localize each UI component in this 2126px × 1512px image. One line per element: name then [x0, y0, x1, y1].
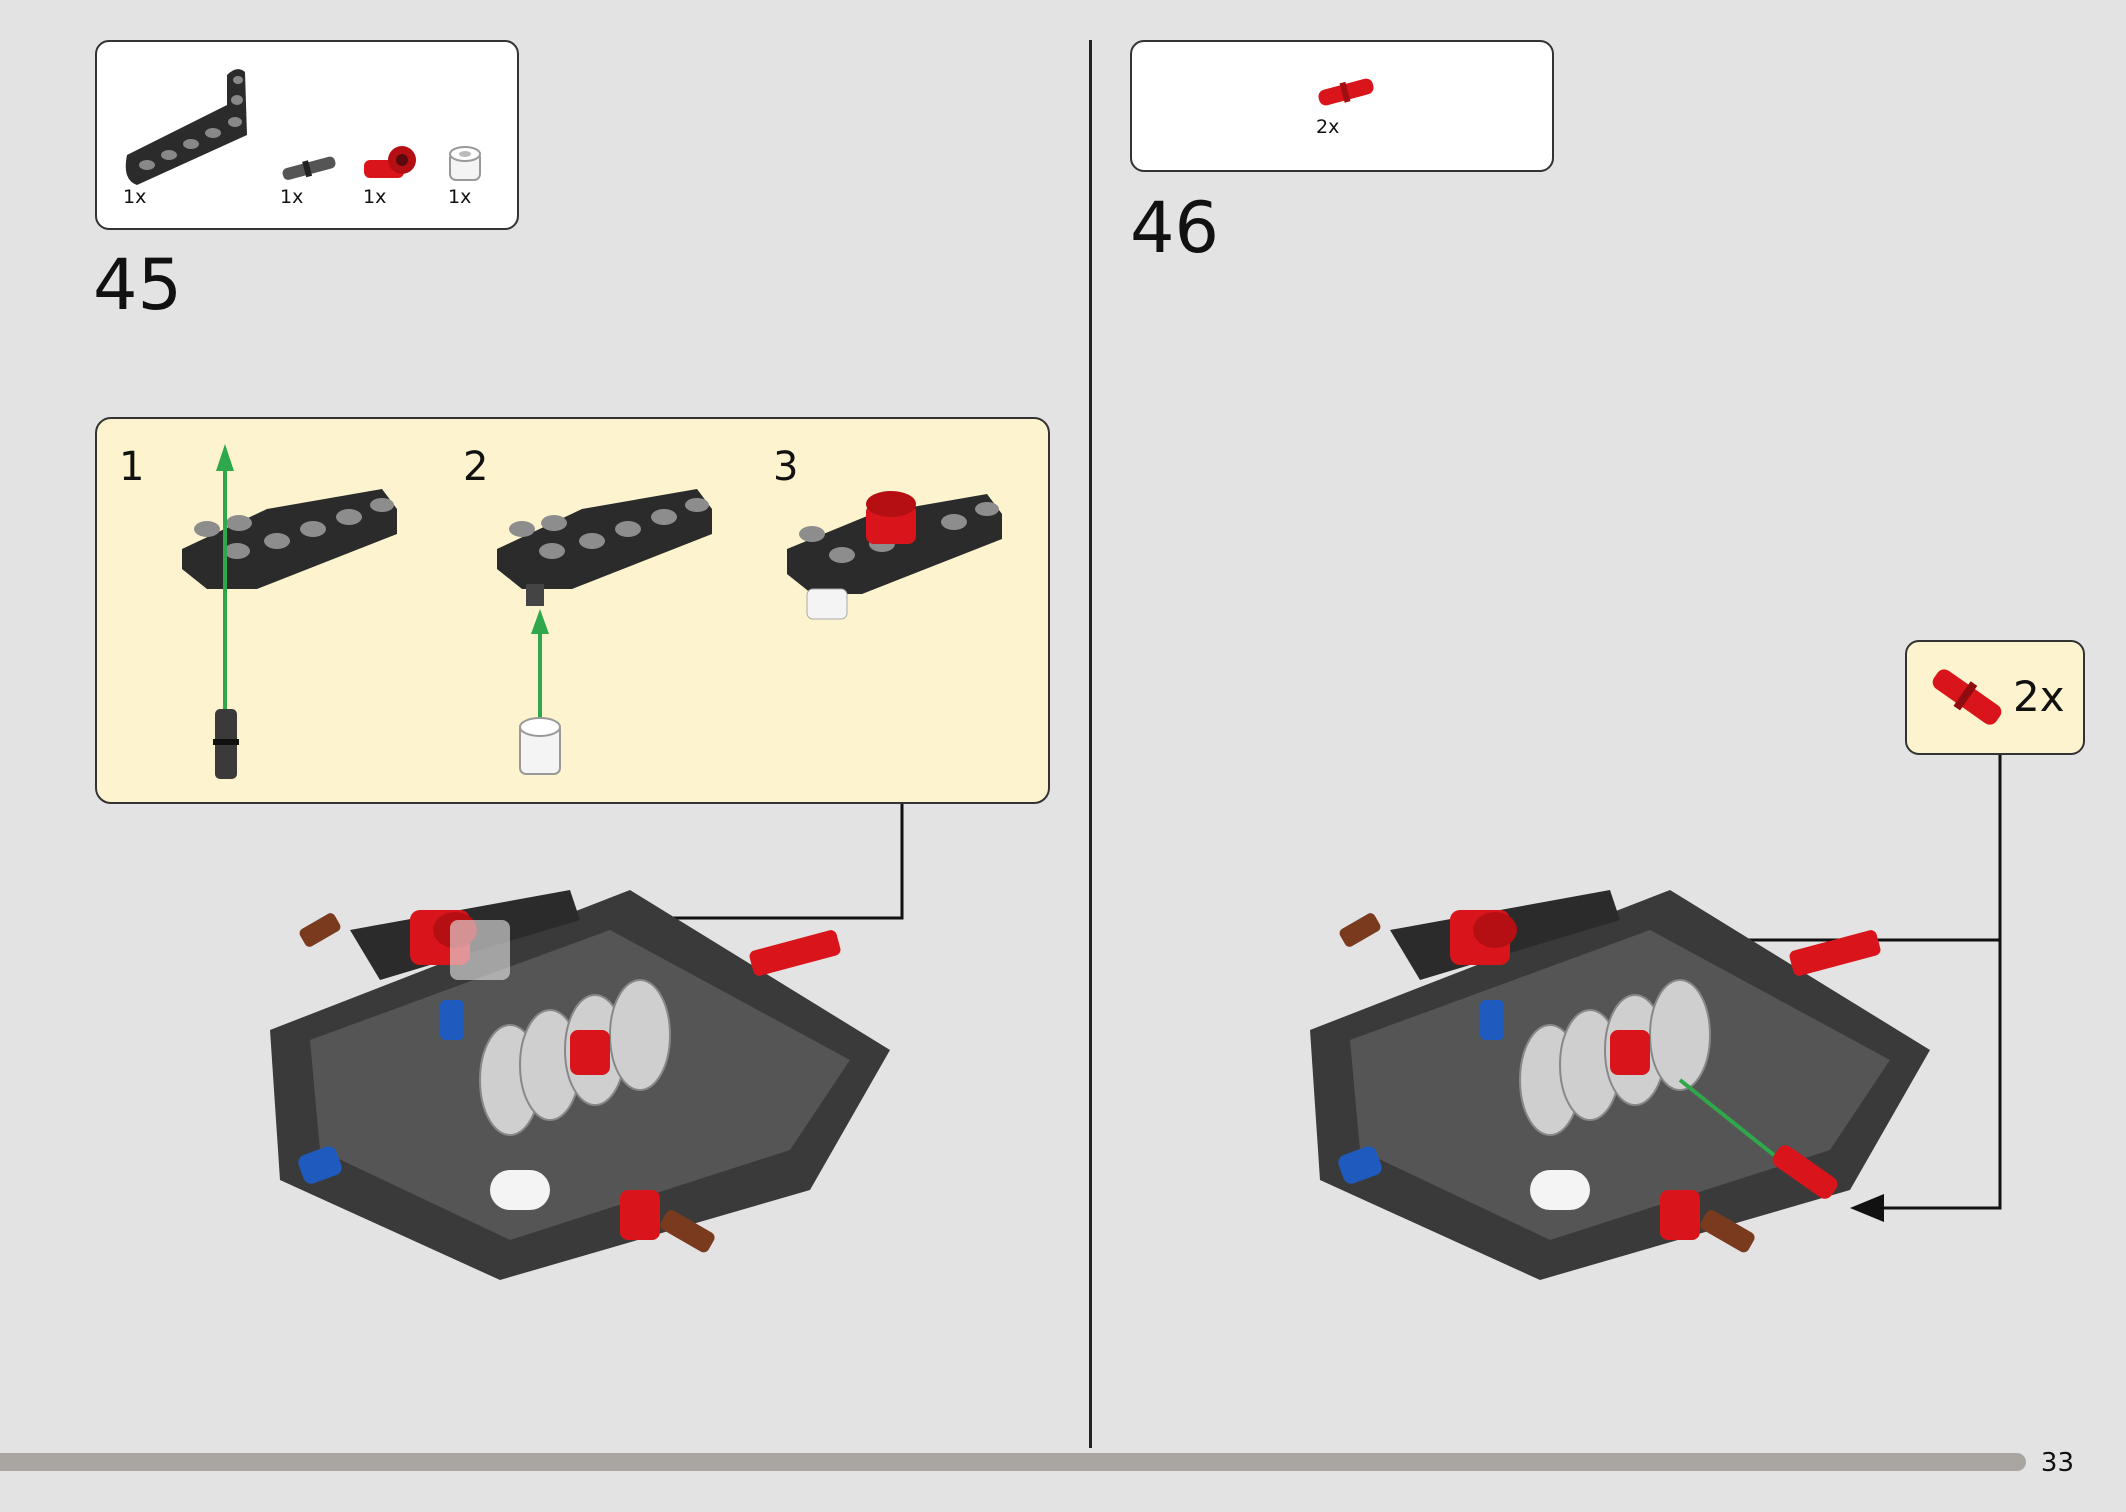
part-qty: 1x — [280, 186, 304, 208]
substep-panel: 1 2 3 — [95, 417, 1050, 804]
callout-2x: 2x — [1905, 640, 2085, 755]
part-qty: 1x — [123, 186, 147, 208]
step-number-46: 46 — [1130, 187, 1220, 269]
part-qty: 1x — [363, 186, 387, 208]
page-number: 33 — [2040, 1448, 2074, 1478]
model-illustration-step-45 — [270, 890, 890, 1280]
parts-list-step-46: 2x — [1130, 40, 1554, 172]
page-divider — [1089, 40, 1092, 1448]
white-bush-icon — [449, 146, 481, 181]
substep-1-illustration — [182, 444, 397, 779]
red-axle-pin-icon — [1318, 78, 1374, 106]
model-illustration-step-46 — [1310, 890, 1930, 1280]
progress-bar — [0, 1453, 2026, 1471]
substep-2-illustration — [497, 489, 712, 775]
black-pin-icon — [282, 156, 336, 180]
red-connector-icon — [364, 146, 416, 178]
part-qty: 2x — [1316, 116, 1340, 138]
callout-qty: 2x — [2013, 672, 2065, 721]
parts-list-step-45: 1x 1x 1x 1x — [95, 40, 519, 230]
part-qty: 1x — [448, 186, 472, 208]
substep-number-2: 2 — [463, 444, 489, 490]
substep-number-3: 3 — [773, 444, 799, 490]
substep-3-illustration — [787, 491, 1002, 620]
step-number-45: 45 — [93, 244, 183, 326]
red-axle-pin-icon — [1932, 669, 2002, 725]
black-l-beam-icon — [125, 69, 247, 185]
substep-number-1: 1 — [119, 444, 145, 490]
